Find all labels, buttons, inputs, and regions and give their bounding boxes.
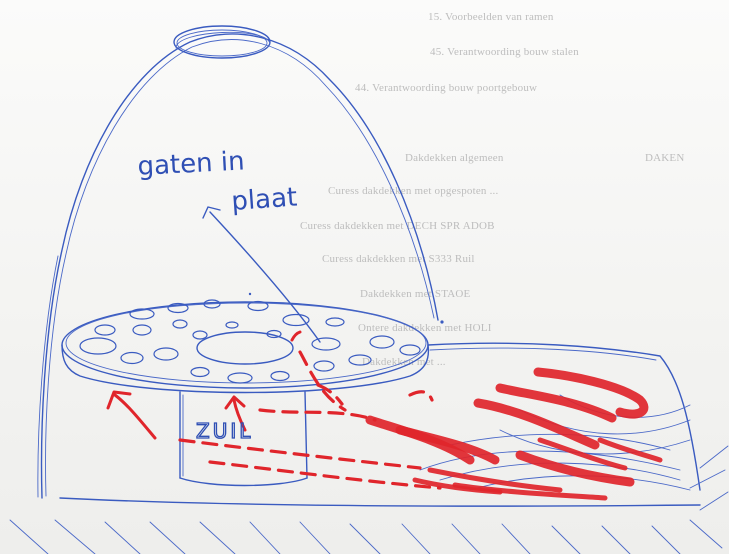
sketch-dots [249, 293, 444, 324]
pointer-arrow [203, 207, 320, 342]
label-zuil: ZUIL [196, 419, 253, 443]
heat-flow-strokes [370, 372, 660, 498]
label-gaten-in: gaten in [137, 146, 246, 182]
label-plaat: plaat [230, 182, 298, 217]
perforated-plate [62, 300, 428, 393]
